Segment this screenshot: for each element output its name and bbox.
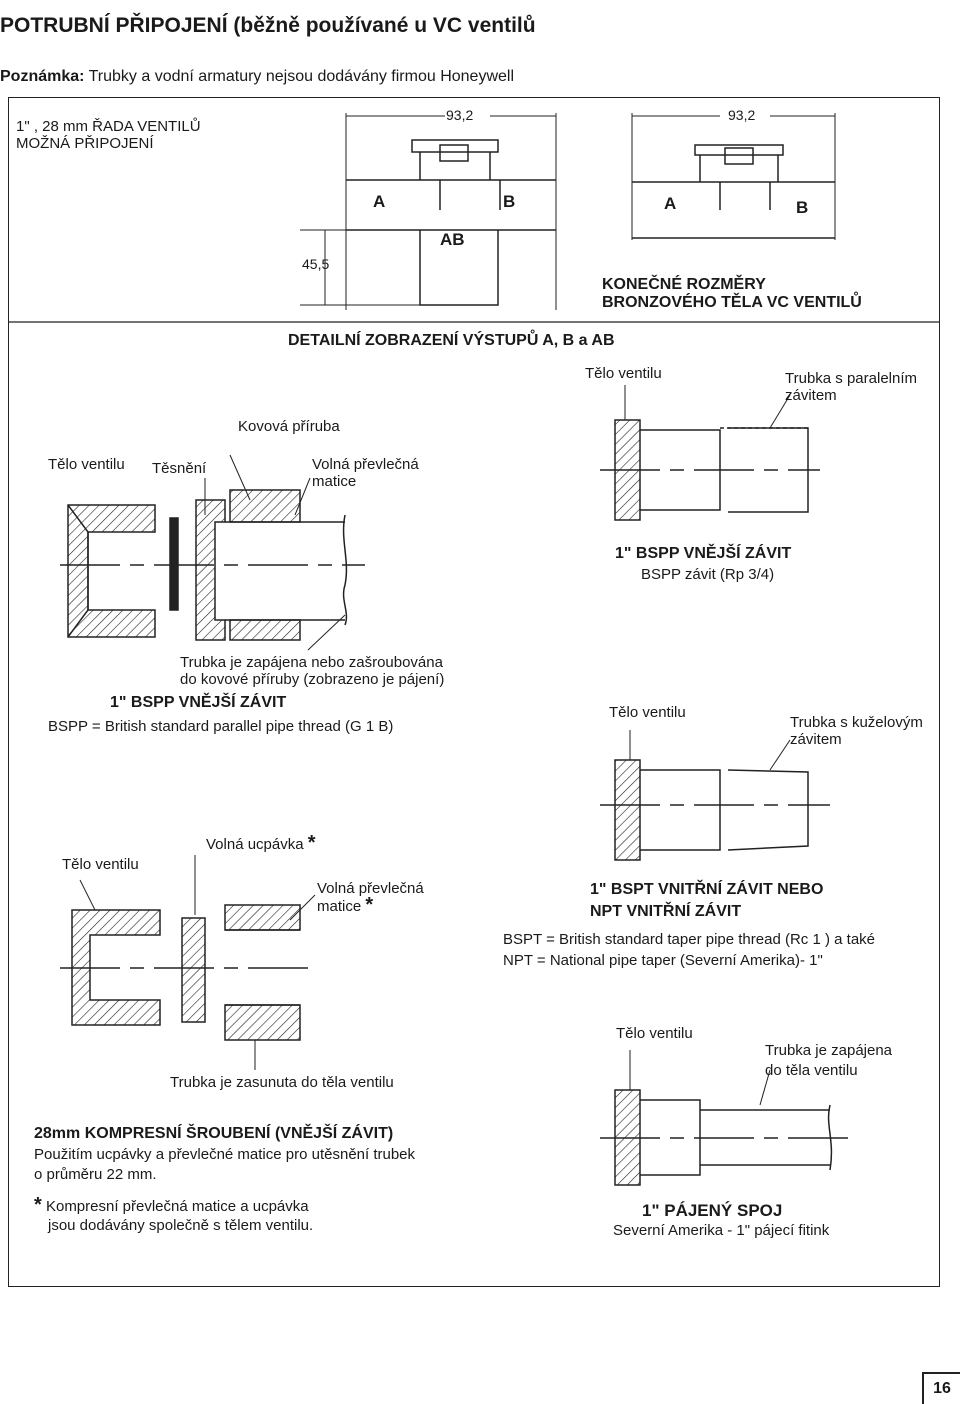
label-parallel-line1: Trubka s paralelním — [785, 370, 917, 387]
label-taper-line2: závitem — [790, 731, 842, 748]
label-pipe-line1: Trubka je zapájena nebo zašroubována — [180, 654, 443, 671]
asterisk-footnote: * — [34, 1194, 42, 1216]
label-parallel-line2: závitem — [785, 387, 837, 404]
label-solder-line1: Trubka je zapájena — [765, 1042, 893, 1059]
note-label: Poznámka: — [0, 68, 85, 85]
asterisk-gland: * — [307, 832, 316, 854]
port-a-label: A — [373, 192, 386, 211]
label-body-4: Tělo ventilu — [62, 856, 139, 873]
label-body-1: Tělo ventilu — [48, 456, 125, 473]
label-body-2: Tělo ventilu — [585, 365, 662, 382]
label-comp-nut-line1: Volná převlečná — [317, 880, 424, 897]
label-gland: Volná ucpávka — [206, 836, 304, 853]
dims-caption-line1: KONEČNÉ ROZMĚRY — [602, 276, 766, 293]
soldered-drawing — [600, 1050, 850, 1186]
bspt-sub-line2: NPT = National pipe taper (Severní Ameri… — [503, 952, 823, 969]
label-solder-line2: do těla ventilu — [765, 1062, 858, 1079]
dimension-left: 93,2 — [446, 107, 474, 123]
label-seal: Těsnění — [152, 460, 207, 477]
label-pipe-inserted: Trubka je zasunuta do těla ventilu — [170, 1074, 394, 1091]
footnote-line1: Kompresní převlečná matice a ucpávka — [45, 1198, 309, 1215]
page-title: POTRUBNÍ PŘIPOJENÍ (běžně používané u VC… — [0, 14, 536, 37]
label-flange: Kovová příruba — [238, 418, 340, 435]
dimension-right: 93,2 — [728, 107, 756, 123]
bspt-title-line2: NPT VNITŘNÍ ZÁVIT — [590, 903, 742, 920]
bspp-flange-drawing — [60, 454, 365, 651]
port-b-label: B — [503, 192, 516, 211]
detail-caption: DETAILNÍ ZOBRAZENÍ VÝSTUPŮ A, B a AB — [288, 332, 615, 349]
bspt-title-line1: 1" BSPT VNITŘNÍ ZÁVIT NEBO — [590, 881, 824, 898]
label-pipe-line2: do kovové příruby (zobrazeno je pájení) — [180, 671, 445, 688]
bspp-parallel-drawing — [600, 385, 820, 521]
compression-drawing — [60, 855, 316, 1070]
page-number: 16 — [922, 1372, 960, 1404]
label-nut-line2: matice — [312, 473, 357, 490]
port-b2-label: B — [796, 198, 809, 217]
note-text: Trubky a vodní armatury nejsou dodávány … — [84, 68, 515, 85]
soldered-title: 1" PÁJENÝ SPOJ — [642, 1201, 783, 1220]
port-ab-label: AB — [440, 230, 465, 249]
compression-desc-line2: o průměru 22 mm. — [34, 1166, 157, 1183]
valve-body-drawing-right — [631, 113, 836, 240]
label-taper-line1: Trubka s kuželovým — [790, 714, 923, 731]
asterisk-nut: * — [365, 894, 374, 916]
bspt-taper-drawing — [600, 730, 830, 861]
bspp-parallel-subtitle: BSPP závit (Rp 3/4) — [641, 566, 775, 583]
port-a2-label: A — [664, 194, 677, 213]
section-title-line1: 1" , 28 mm ŘADA VENTILŮ — [16, 118, 201, 135]
compression-title: 28mm KOMPRESNÍ ŠROUBENÍ (VNĚJŠÍ ZÁVIT) — [34, 1125, 394, 1142]
label-nut-line1: Volná převlečná — [312, 456, 419, 473]
label-comp-nut-line2: matice — [317, 898, 362, 915]
bspp-flange-subtitle: BSPP = British standard parallel pipe th… — [48, 718, 394, 735]
dimension-height: 45,5 — [302, 256, 330, 272]
section-title-line2: MOŽNÁ PŘIPOJENÍ — [16, 135, 154, 152]
bspp-flange-title: 1" BSPP VNĚJŠÍ ZÁVIT — [110, 694, 287, 711]
dims-caption-line2: BRONZOVÉHO TĚLA VC VENTILŮ — [602, 294, 862, 311]
label-body-3: Tělo ventilu — [609, 704, 686, 721]
label-body-5: Tělo ventilu — [616, 1025, 693, 1042]
bspt-sub-line1: BSPT = British standard taper pipe threa… — [503, 931, 875, 948]
compression-desc-line1: Použitím ucpávky a převlečné matice pro … — [34, 1146, 416, 1163]
soldered-subtitle: Severní Amerika - 1" pájecí fitink — [613, 1222, 830, 1239]
bspp-parallel-title: 1" BSPP VNĚJŠÍ ZÁVIT — [615, 545, 792, 562]
diagram-frame — [8, 97, 940, 1287]
valve-body-drawing-left — [300, 113, 557, 310]
footnote-line2: jsou dodávány společně s tělem ventilu. — [48, 1217, 314, 1234]
note: Poznámka: Trubky a vodní armatury nejsou… — [0, 68, 514, 86]
